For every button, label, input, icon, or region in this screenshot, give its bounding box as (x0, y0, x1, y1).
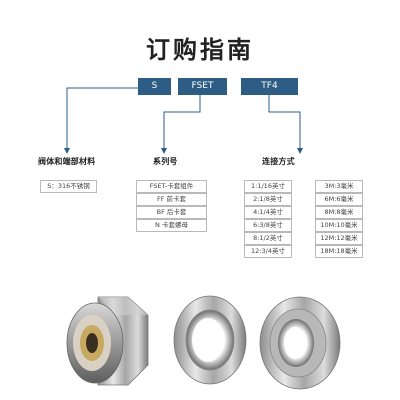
connection-inch-option: 4:1/4英寸 (244, 206, 292, 219)
back-ferrule-icon (259, 296, 341, 390)
material-option: S：316不锈钢 (40, 180, 97, 193)
category-connection-label: 连接方式 (262, 157, 295, 166)
series-option: FSET-卡套组件 (136, 180, 207, 193)
connection-inch-option: 1:1/16英寸 (244, 180, 292, 193)
connection-inch-option: 2:1/8英寸 (244, 193, 292, 206)
connection-inch-option: 8:1/2英寸 (244, 232, 292, 245)
code-box-fset: FSET (178, 78, 227, 95)
connection-inch-option: 6:3/8英寸 (244, 219, 292, 232)
code-box-s: S (138, 78, 171, 95)
front-ferrule-icon (173, 295, 247, 385)
category-series-label: 系列号 (153, 157, 178, 166)
connection-inch-option: 12:3/4英寸 (244, 245, 292, 258)
connection-mm-option: 8M:8毫米 (315, 206, 363, 219)
page-title: 订购指南 (146, 36, 254, 64)
connection-mm-option: 18M:18毫米 (315, 245, 363, 258)
connection-mm-option: 10M:10毫米 (315, 219, 363, 232)
series-option: N 卡套螺母 (136, 219, 207, 232)
code-box-tf4: TF4 (241, 78, 298, 95)
series-option: BF 后卡套 (136, 206, 207, 219)
product-images (66, 295, 341, 390)
connection-mm-option: 3M:3毫米 (315, 180, 363, 193)
connection-mm-option: 12M:12毫米 (315, 232, 363, 245)
connection-mm-option: 6M:6毫米 (315, 193, 363, 206)
series-option: FF 前卡套 (136, 193, 207, 206)
hex-nut-icon (66, 296, 149, 386)
category-material-label: 阀体和端部材料 (38, 157, 96, 166)
